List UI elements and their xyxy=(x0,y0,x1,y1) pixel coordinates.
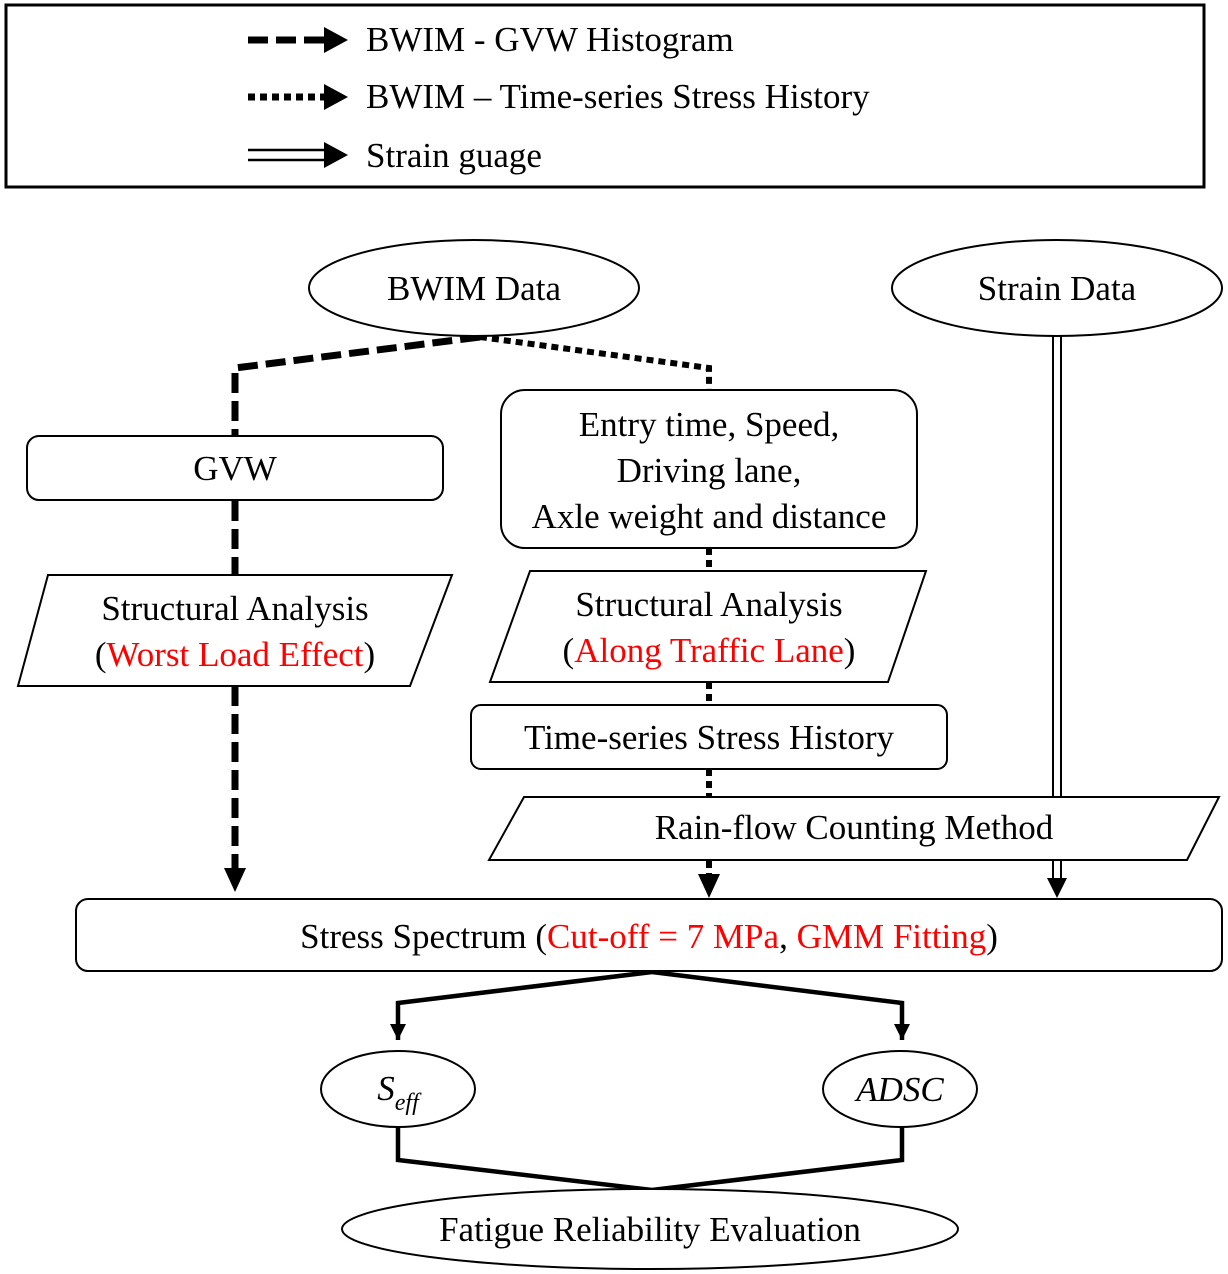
node-gvw: GVW xyxy=(26,435,444,501)
node-rainflow: Rain-flow Counting Method xyxy=(487,796,1221,861)
sa-right-title: Structural Analysis xyxy=(575,585,842,624)
solid-connector-spectrum-seff xyxy=(390,969,653,1040)
sa-right-subtitle: (Along Traffic Lane) xyxy=(563,631,856,670)
rainflow-label: Rain-flow Counting Method xyxy=(655,808,1054,847)
node-adsc: ADSC xyxy=(822,1050,978,1128)
legend-arrowhead-icon xyxy=(324,142,348,168)
legend: BWIM - GVW Histogram BWIM – Time-series … xyxy=(4,3,1206,189)
dotted-connector-bwim-entry xyxy=(479,334,712,390)
seff-label: Seff xyxy=(377,1069,422,1116)
fatigue-label: Fatigue Reliability Evaluation xyxy=(439,1210,861,1249)
node-fatigue: Fatigue Reliability Evaluation xyxy=(341,1188,959,1270)
node-seff: Seff xyxy=(320,1050,476,1128)
adsc-label: ADSC xyxy=(854,1070,944,1109)
node-structural-analysis-worst: Structural Analysis (Worst Load Effect) xyxy=(16,574,454,687)
arrowhead-icon xyxy=(698,874,720,898)
solid-connector-spectrum-adsc xyxy=(651,969,910,1040)
strain-data-label: Strain Data xyxy=(978,269,1137,308)
legend-item-double: Strain guage xyxy=(248,136,542,175)
entry-line-3: Axle weight and distance xyxy=(532,497,887,536)
legend-arrowhead-icon xyxy=(324,27,348,53)
solid-connector-adsc-fatigue xyxy=(651,1126,905,1193)
node-stress-spectrum: Stress Spectrum (Cut-off = 7 MPa, GMM Fi… xyxy=(75,898,1223,972)
sa-left-title: Structural Analysis xyxy=(101,589,368,628)
node-structural-analysis-lane: Structural Analysis (Along Traffic Lane) xyxy=(488,570,928,683)
node-bwim-data: BWIM Data xyxy=(308,239,640,337)
arrowhead-icon xyxy=(1047,878,1067,898)
sa-left-subtitle: (Worst Load Effect) xyxy=(95,635,375,674)
dashed-connector-bwim-gvw xyxy=(231,333,481,436)
legend-box xyxy=(4,3,1206,189)
gvw-label: GVW xyxy=(193,449,277,488)
spectrum-label: Stress Spectrum (Cut-off = 7 MPa, GMM Fi… xyxy=(300,917,998,956)
node-time-series: Time-series Stress History xyxy=(470,704,948,770)
legend-label-gvw-histogram: BWIM - GVW Histogram xyxy=(366,20,734,59)
solid-connector-seff-fatigue xyxy=(395,1126,653,1193)
bwim-data-label: BWIM Data xyxy=(387,269,561,308)
legend-item-dotted: BWIM – Time-series Stress History xyxy=(248,77,870,116)
legend-label-stress-history: BWIM – Time-series Stress History xyxy=(366,77,870,116)
entry-line-1: Entry time, Speed, xyxy=(579,405,840,444)
entry-line-2: Driving lane, xyxy=(617,451,802,490)
arrowhead-icon xyxy=(224,868,246,892)
legend-arrowhead-icon xyxy=(324,84,348,110)
legend-label-strain-gauge: Strain guage xyxy=(366,136,542,175)
node-strain-data: Strain Data xyxy=(891,239,1223,337)
time-series-label: Time-series Stress History xyxy=(524,718,895,757)
legend-item-dashed: BWIM - GVW Histogram xyxy=(248,20,734,59)
node-entry-data: Entry time, Speed, Driving lane, Axle we… xyxy=(500,389,918,549)
